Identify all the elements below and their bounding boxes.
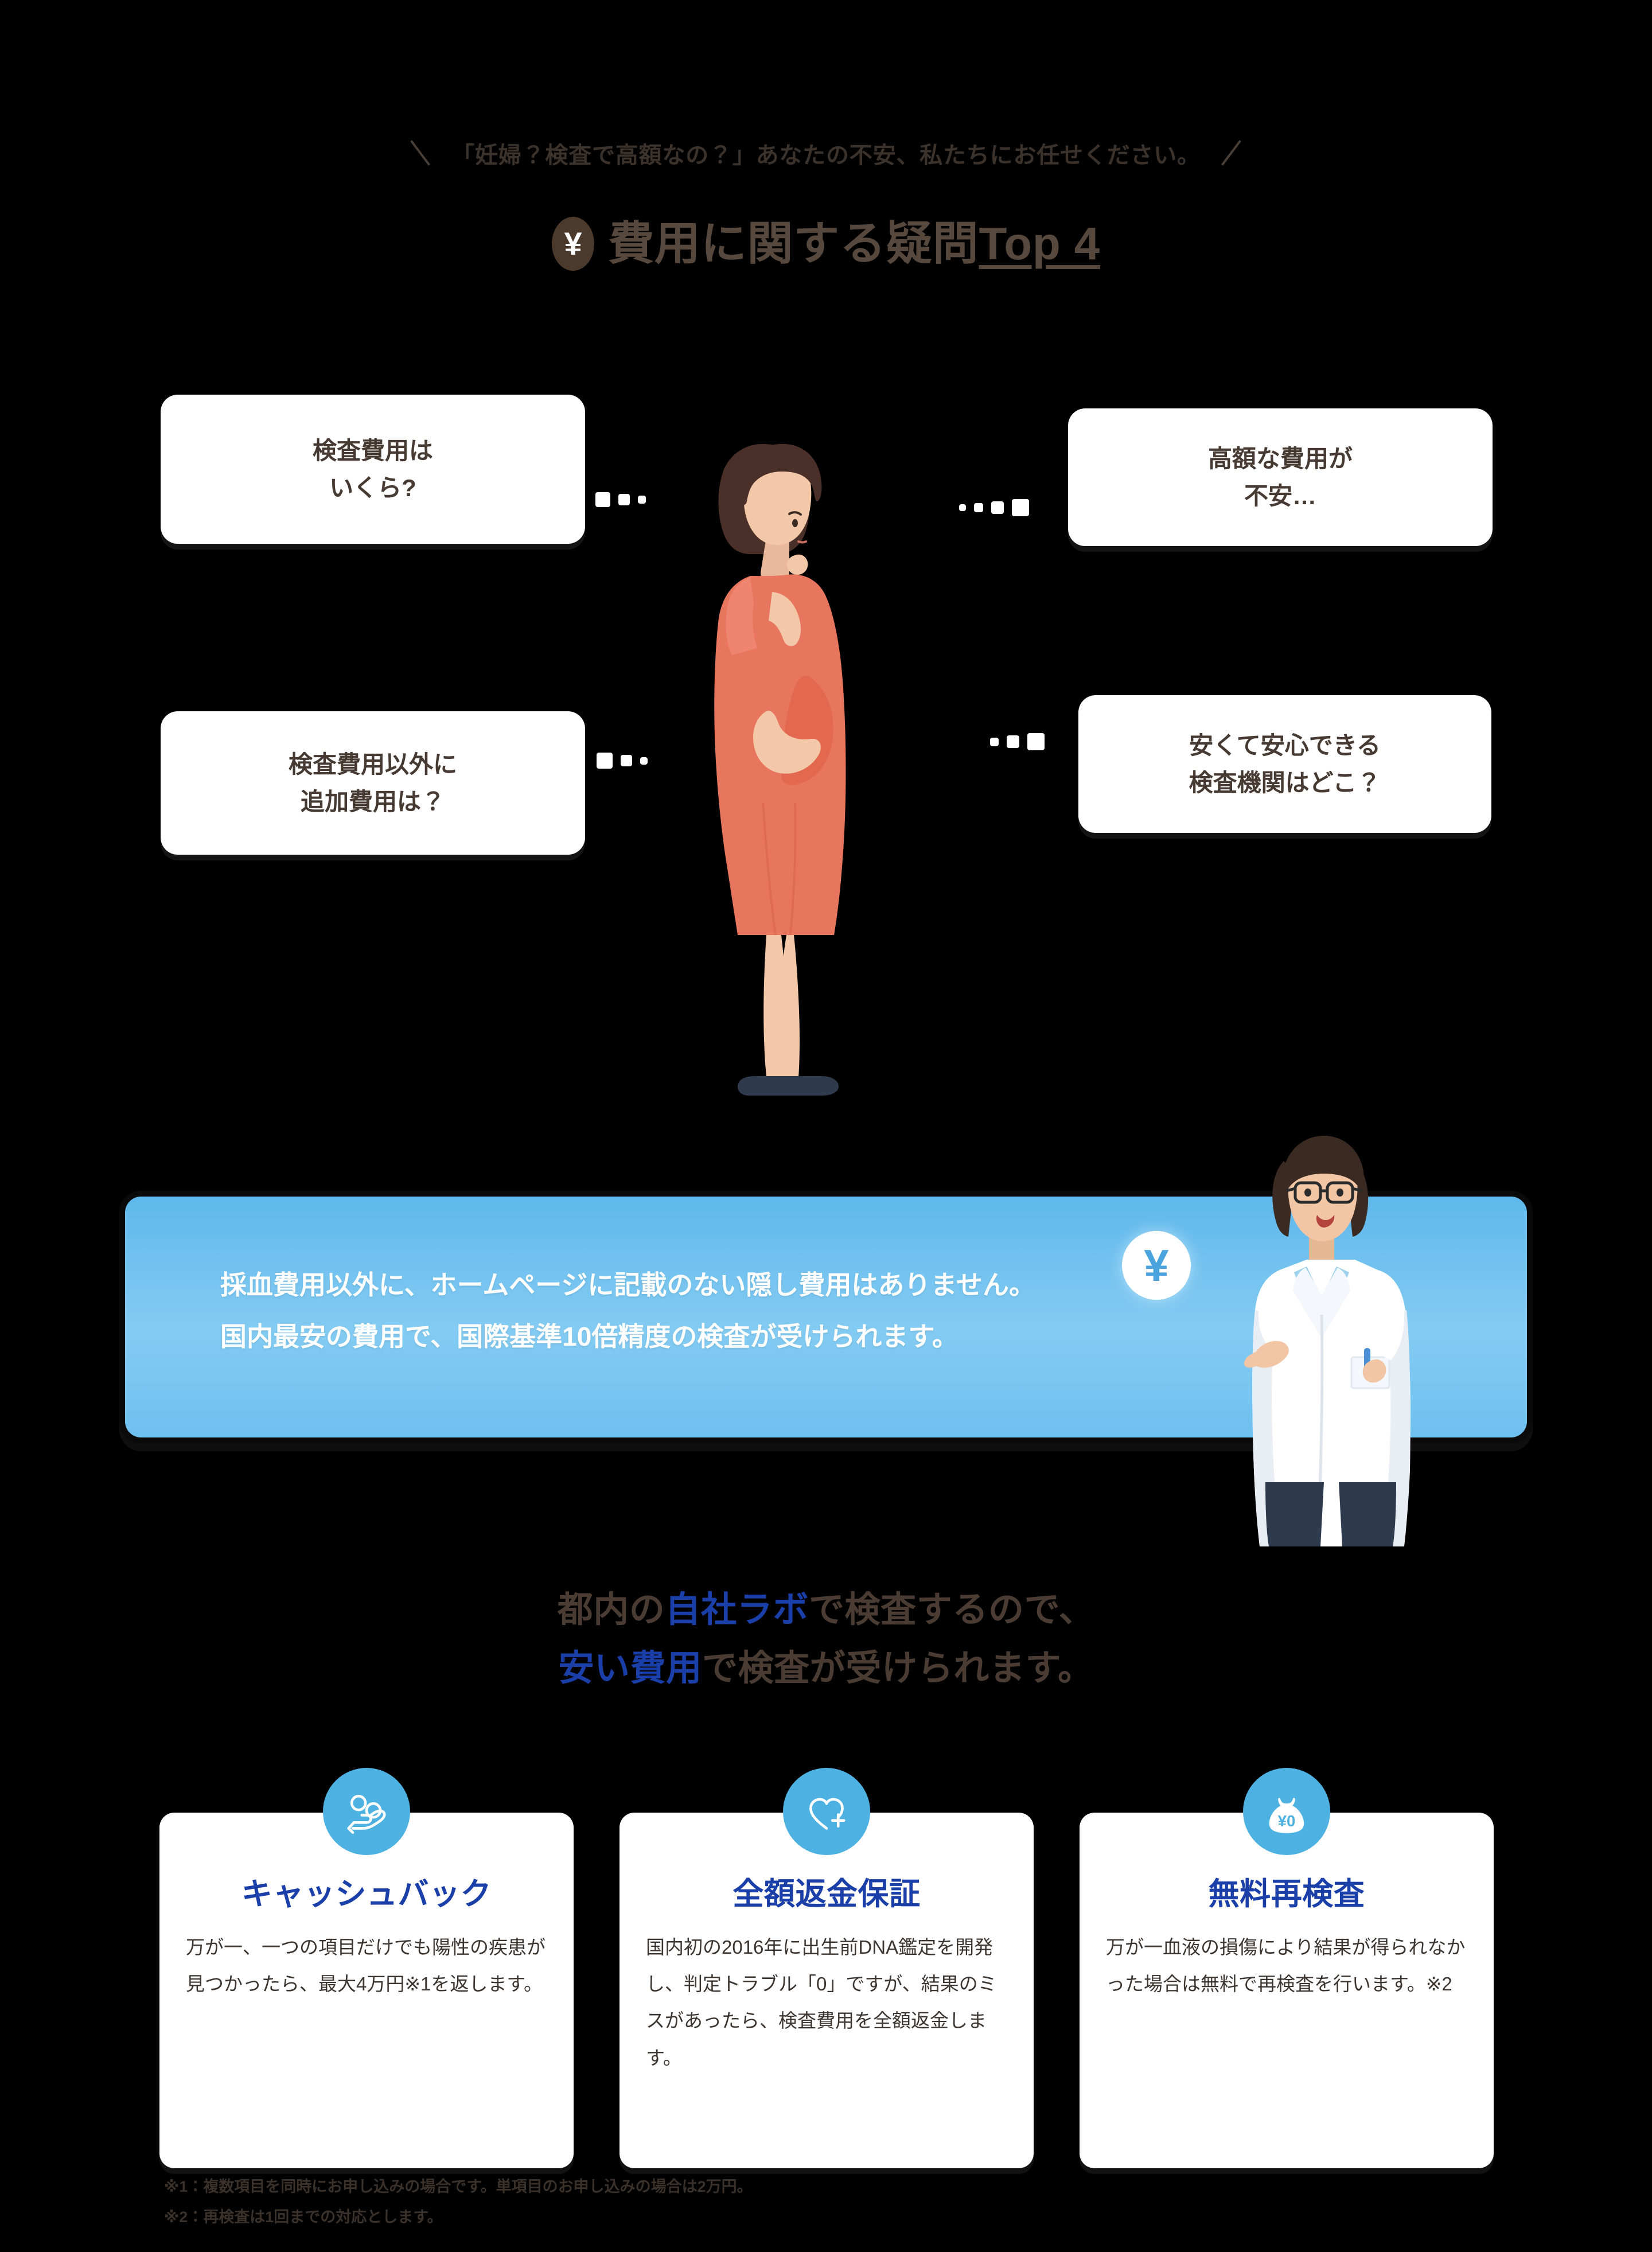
feature-card-title: キャッシュバック: [241, 1877, 492, 1911]
footnote-list: ※1：複数項目を同時にお申し込みの場合です。単項目のお申し込みの場合は2万円。 …: [164, 2172, 753, 2232]
bubble-line-2: 不安…: [1244, 482, 1316, 509]
banner-line-2: 国内最安の費用で、国際基準10倍精度の検査が受けられます。: [220, 1321, 959, 1351]
svg-text:¥0: ¥0: [1278, 1812, 1296, 1830]
bubble-line-2: いくら?: [329, 474, 416, 501]
speech-bubble-cheap-safe-lab-question: 安くて安心できる 検査機関はどこ？: [1078, 695, 1491, 833]
feature-card-free-retest: ¥0 無料再検査 万が一血液の損傷により結果が得られなかった場合は無料で再検査を…: [1080, 1768, 1494, 2168]
dot-trail-right-top: [959, 499, 1029, 516]
slash-right-decoration: ／: [1214, 139, 1249, 169]
bubble-line-1: 検査費用は: [312, 437, 433, 464]
doctor-illustration: [1244, 1136, 1411, 1546]
pregnant-woman-illustration: [714, 443, 846, 1096]
heart-plus-icon: [783, 1768, 870, 1855]
footnote-item: ※2：再検査は1回までの対応とします。: [164, 2208, 443, 2226]
speech-bubble-high-cost-worry: 高額な費用が 不安…: [1068, 408, 1493, 546]
dot-trail-left-top: [595, 492, 646, 507]
bubble-line-1: 検査費用以外に: [288, 750, 457, 778]
yen-coin-icon: ¥: [1122, 1231, 1191, 1300]
page-title: ¥ 費用に関する疑問Top 4: [0, 217, 1652, 271]
money-bag-zero-icon: ¥0: [1243, 1768, 1330, 1855]
feature-card-list: キャッシュバック 万が一、一つの項目だけでも陽性の疾患が見つかったら、最大4万円…: [159, 1768, 1494, 2168]
bubble-line-2: 追加費用は？: [300, 788, 445, 815]
lab-heading-line1-highlight: 自社ラボ: [665, 1590, 809, 1630]
hand-with-coins-icon: [323, 1768, 410, 1855]
feature-card-title: 無料再検査: [1208, 1877, 1365, 1911]
bubble-line-2: 検査機関はどこ？: [1189, 769, 1381, 796]
speech-bubble-cost-question: 検査費用は いくら?: [161, 395, 585, 544]
page-title-text: 費用に関する疑問Top 4: [608, 219, 1100, 269]
feature-card-body: 国内初の2016年に出生前DNA鑑定を開発し、判定トラブル「0」ですが、結果のミ…: [646, 1936, 997, 2068]
dot-trail-right-bottom: [990, 733, 1045, 750]
feature-card-body: 万が一、一つの項目だけでも陽性の疾患が見つかったら、最大4万円※1を返します。: [186, 1936, 546, 1995]
lab-heading: 都内の自社ラボで検査するので、 安い費用で検査が受けられます。: [0, 1581, 1652, 1698]
page-title-suffix: Top 4: [979, 218, 1100, 269]
tagline-text: 「妊婦？検査で高額なの？」あなたの不安、私たちにお任せください。: [451, 143, 1201, 168]
lab-heading-line-1: 都内の自社ラボで検査するので、: [0, 1581, 1652, 1639]
banner-line-1: 採血費用以外に、ホームページに記載のない隠し費用はありません。: [220, 1270, 1035, 1300]
page-title-main: 費用に関する疑問: [608, 218, 979, 269]
feature-card-title: 全額返金保証: [733, 1877, 921, 1911]
lab-heading-line1-a: 都内の: [557, 1590, 665, 1630]
lab-heading-line2-highlight: 安い費用: [558, 1649, 702, 1689]
lab-heading-line-2: 安い費用で検査が受けられます。: [0, 1639, 1652, 1698]
feature-card-body: 万が一血液の損傷により結果が得られなかった場合は無料で再検査を行います。※2: [1106, 1936, 1466, 1995]
lab-heading-line1-b: で検査するので、: [808, 1590, 1095, 1630]
slash-left-decoration: ＼: [403, 139, 438, 169]
lab-heading-line2-b: で検査が受けられます。: [702, 1649, 1094, 1689]
dot-trail-left-bottom: [597, 753, 648, 769]
bubble-line-1: 高額な費用が: [1207, 445, 1353, 472]
feature-card-cashback: キャッシュバック 万が一、一つの項目だけでも陽性の疾患が見つかったら、最大4万円…: [159, 1768, 574, 2168]
feature-card-full-refund: 全額返金保証 国内初の2016年に出生前DNA鑑定を開発し、判定トラブル「0」で…: [620, 1768, 1034, 2168]
header-tagline: ＼ 「妊婦？検査で高額なの？」あなたの不安、私たちにお任せください。 ／: [0, 133, 1652, 171]
info-banner-text: 採血費用以外に、ホームページに記載のない隠し費用はありません。 国内最安の費用で…: [220, 1260, 1177, 1362]
yen-badge-icon: ¥: [552, 217, 595, 271]
footnote-item: ※1：複数項目を同時にお申し込みの場合です。単項目のお申し込みの場合は2万円。: [164, 2178, 753, 2195]
speech-bubble-extra-cost-question: 検査費用以外に 追加費用は？: [161, 711, 585, 855]
bubble-line-1: 安くて安心できる: [1189, 731, 1381, 759]
